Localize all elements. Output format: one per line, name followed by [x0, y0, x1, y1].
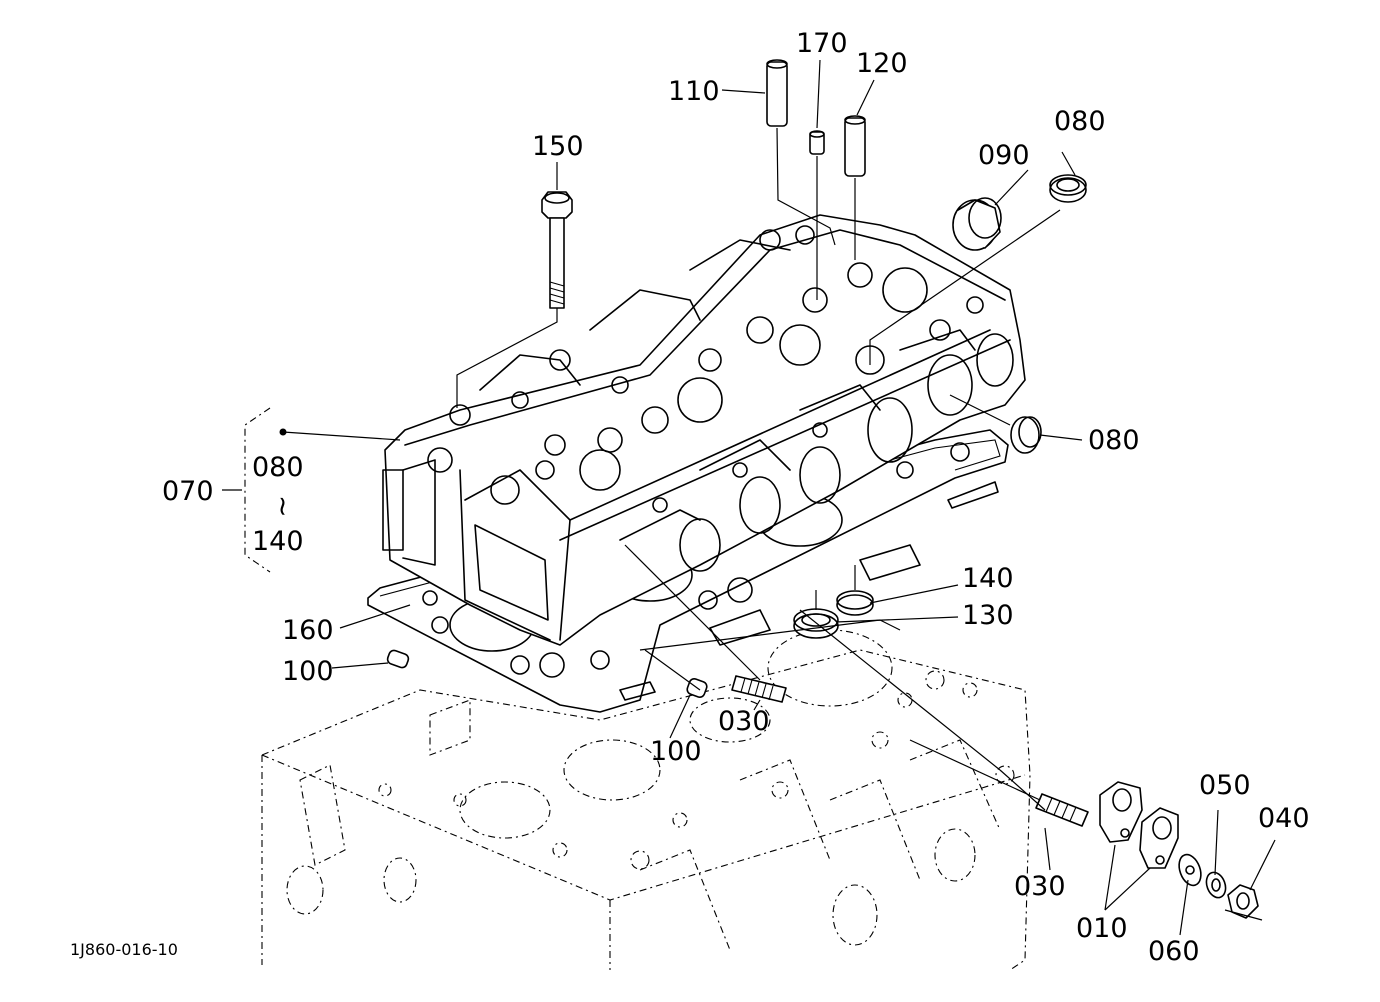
- callout-080-range-start: 080: [252, 452, 304, 483]
- spring-washer-050: [1205, 871, 1227, 899]
- cylinder-head: [382, 214, 1026, 646]
- head-bolt-150: [541, 191, 573, 309]
- callout-050: 050: [1199, 770, 1251, 801]
- stud-030-top: [731, 675, 787, 703]
- callout-100-center: 100: [650, 736, 702, 767]
- hanger-plate-010: [1099, 781, 1179, 869]
- seal-ring-080-top: [1049, 174, 1087, 203]
- leader-lines: [282, 59, 1276, 936]
- callout-090: 090: [978, 140, 1030, 171]
- callout-labels: 110 170 120 150 090 080 080 070 080 ~ 14…: [70, 28, 1310, 967]
- callout-060: 060: [1148, 936, 1200, 967]
- callout-070: 070: [162, 476, 214, 507]
- stud-030-right: [1035, 793, 1089, 827]
- nut-040: [1227, 884, 1259, 919]
- plug-170: [809, 130, 825, 155]
- callout-120: 120: [856, 48, 908, 79]
- callout-030-top: 030: [718, 706, 770, 737]
- seal-ring-140: [836, 590, 874, 616]
- callout-040: 040: [1258, 803, 1310, 834]
- callout-150: 150: [532, 131, 584, 162]
- callout-160: 160: [282, 615, 334, 646]
- callout-140-range-end: 140: [252, 526, 304, 557]
- callout-range-tilde: ~: [267, 495, 298, 518]
- callout-010: 010: [1076, 913, 1128, 944]
- callout-130: 130: [962, 600, 1014, 631]
- callout-110: 110: [668, 76, 720, 107]
- washer-060: [1178, 853, 1202, 887]
- callout-080-top: 080: [1054, 106, 1106, 137]
- callout-080-right: 080: [1088, 425, 1140, 456]
- callout-140: 140: [962, 563, 1014, 594]
- group-bracket-070: [222, 407, 287, 573]
- seal-ring-080-right: [1010, 416, 1042, 454]
- valve-guide-110: [766, 59, 788, 127]
- callout-030-right: 030: [1014, 871, 1066, 902]
- valve-guide-120: [844, 115, 866, 177]
- callout-100-left: 100: [282, 656, 334, 687]
- reference-dot: [279, 428, 287, 436]
- drawing-code: 1J860-016-10: [70, 940, 178, 959]
- dowel-pin-100-left: [386, 649, 410, 669]
- plug-090: [952, 197, 1002, 251]
- callout-170: 170: [796, 28, 848, 59]
- cylinder-block: [261, 629, 1031, 971]
